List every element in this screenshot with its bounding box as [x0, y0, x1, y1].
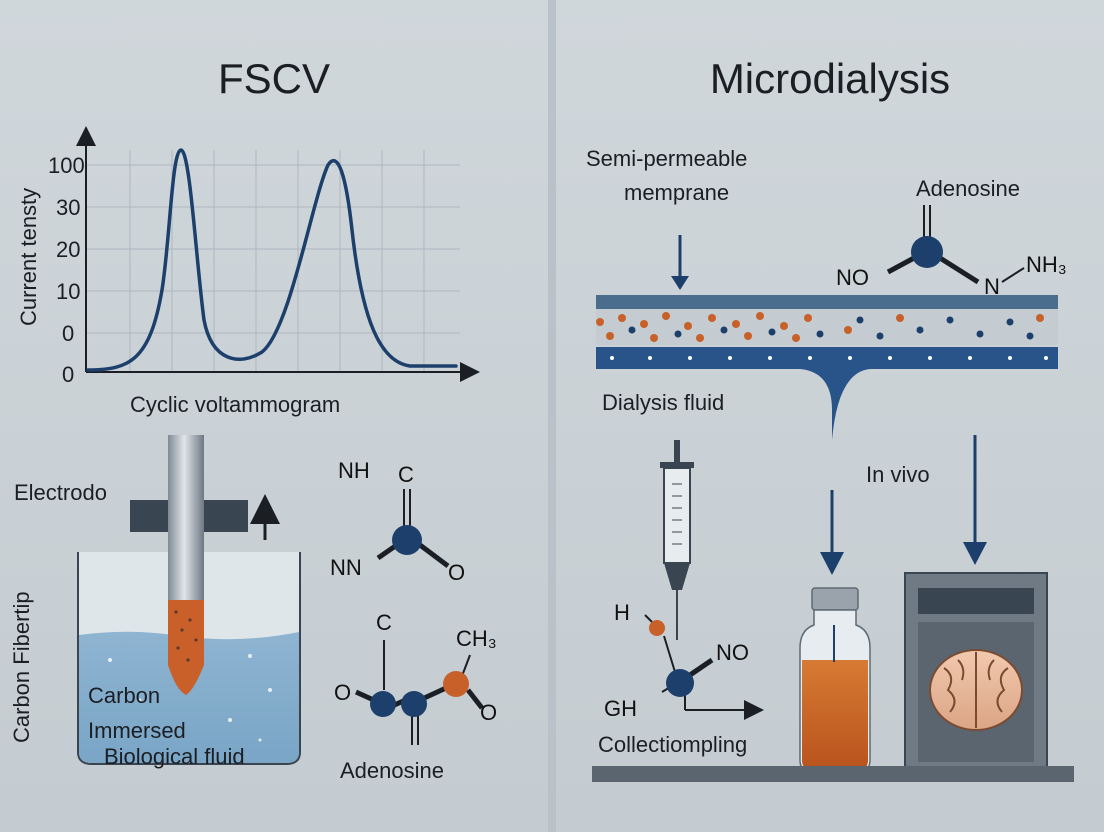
biological-fluid [79, 631, 299, 763]
atom-label-o: O [480, 700, 498, 725]
collection-vial [799, 587, 871, 773]
base-tray [592, 766, 1074, 782]
y-tick-label: 100 [48, 153, 85, 178]
membrane-illustration [596, 235, 1058, 440]
y-tick-label: 30 [56, 195, 81, 220]
carbon-fiber-tip [168, 600, 204, 695]
carbon-label: Carbon [88, 683, 161, 708]
atom-label-nh: NH [338, 458, 370, 483]
adenosine-label-left: Adenosine [340, 758, 444, 783]
brain-icon [929, 649, 1023, 731]
molecule-2 [354, 640, 484, 745]
y-axis-label: Current tensty [16, 187, 41, 326]
atom-label-o: O [448, 560, 466, 585]
panel-divider [548, 0, 556, 832]
y-tick-label: 10 [56, 279, 81, 304]
atom-label-c: C [376, 610, 392, 635]
membrane-label: memprane [624, 180, 730, 205]
x-axis-label: Cyclic voltammogram [130, 392, 341, 417]
molecule-1 [376, 489, 450, 568]
carbon-fibertip-label: Carbon Fibertip [9, 591, 34, 743]
syringe-icon [660, 440, 694, 640]
beaker-illustration [77, 435, 301, 765]
adenosine-label-right: Adenosine [916, 176, 1020, 201]
in-vivo-label: In vivo [866, 462, 930, 487]
atom-label-ch3: CH₃ [456, 626, 497, 651]
atom-label-c: C [398, 462, 414, 487]
voltammogram-chart [76, 126, 480, 382]
fscv-title: FSCV [217, 55, 330, 102]
immersed-label: Immersed [88, 718, 186, 743]
atom-label-n: N [984, 274, 1000, 299]
adenosine-molecule-diagram [886, 205, 1025, 285]
biological-fluid-label: Biological fluid [104, 744, 245, 769]
membrane-label: Semi-permeable [586, 146, 748, 171]
semi-permeable-membrane [596, 295, 1058, 309]
in-vivo-box [904, 572, 1048, 774]
dialysis-fluid-channel [596, 347, 1058, 369]
microdialysis-title: Microdialysis [709, 55, 951, 102]
y-tick-label: 0 [62, 321, 75, 346]
atom-label-no: NO [716, 640, 749, 665]
atom-label-h: H [614, 600, 630, 625]
atom-label-o: O [334, 680, 352, 705]
atom-node [392, 525, 422, 555]
atom-label-gh: GH [604, 696, 637, 721]
atom-label-nn: NN [330, 555, 362, 580]
atom-label-nh3: NH₃ [1026, 252, 1067, 277]
voltammogram-curve [86, 148, 458, 372]
y-tick-label: 20 [56, 237, 81, 262]
atom-label-no: NO [836, 265, 869, 290]
electrode-label: Electrodo [14, 480, 107, 505]
dialysis-fluid-label: Dialysis fluid [602, 390, 725, 415]
y-tick-label: 0 [62, 362, 75, 387]
collection-label: Collectiompling [598, 732, 748, 757]
collected-molecule [644, 614, 764, 720]
